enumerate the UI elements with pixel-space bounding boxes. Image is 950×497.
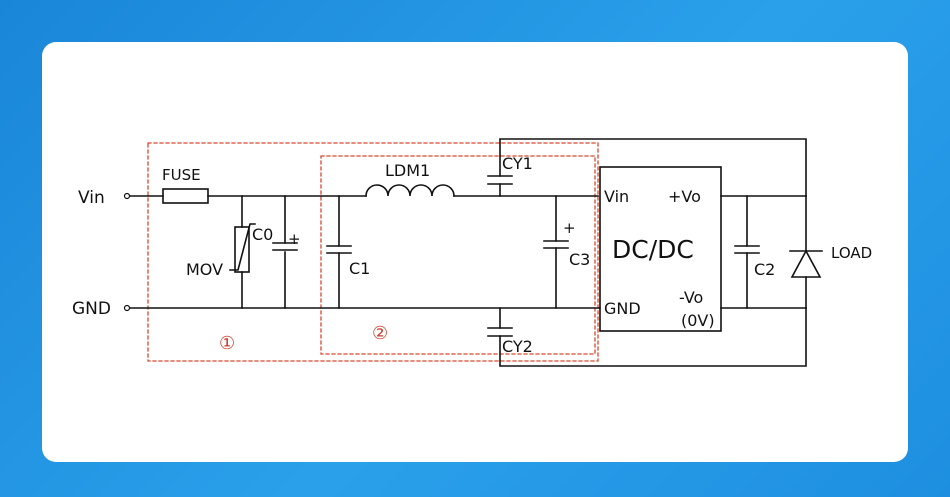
mov-diagonal — [229, 223, 256, 271]
ldm1-coil — [365, 184, 455, 197]
c2-label: C2 — [754, 260, 775, 279]
c0-plus-label: + — [288, 230, 301, 248]
dcdc-zero-label: (0V) — [681, 311, 715, 330]
gnd-terminal — [123, 304, 131, 312]
c3-plus-label: + — [563, 219, 576, 237]
dcdc-module-box — [599, 166, 722, 332]
c0-label: C0 — [252, 225, 273, 244]
region-1-box — [147, 142, 599, 362]
dcdc-vin-label: Vin — [604, 187, 629, 206]
cy2-label: CY2 — [502, 337, 533, 356]
c3-plates — [543, 240, 569, 249]
region-1-number: ① — [219, 333, 235, 354]
c0-plates — [272, 242, 298, 251]
cy1-wire — [499, 138, 807, 197]
c2-plates — [734, 245, 760, 254]
mov-symbol — [234, 226, 250, 273]
vin-terminal — [123, 192, 131, 200]
region-2-box — [320, 155, 596, 355]
mov-label: MOV — [186, 260, 223, 279]
vin-label: Vin — [78, 188, 105, 208]
cy1-plates — [487, 175, 513, 185]
gnd-label: GND — [72, 299, 111, 319]
cy2-plates — [487, 327, 513, 337]
c1-label: C1 — [349, 259, 370, 278]
cy2-wire — [499, 307, 807, 367]
cy1-label: CY1 — [502, 154, 533, 173]
dcdc-gnd-label: GND — [604, 299, 641, 318]
dcdc-vo-pos-label: +Vo — [668, 187, 701, 206]
fuse-label: FUSE — [162, 166, 201, 184]
c1-plates — [326, 245, 352, 254]
ldm1-label: LDM1 — [385, 161, 430, 180]
diagram-card — [42, 42, 908, 462]
load-label: LOAD — [831, 244, 872, 262]
c3-label: C3 — [569, 250, 590, 269]
dcdc-vo-neg-label: -Vo — [679, 288, 703, 307]
fuse-symbol — [162, 188, 209, 204]
region-2-number: ② — [372, 323, 388, 344]
dcdc-title: DC/DC — [612, 235, 694, 264]
load-diode-symbol — [789, 249, 823, 278]
